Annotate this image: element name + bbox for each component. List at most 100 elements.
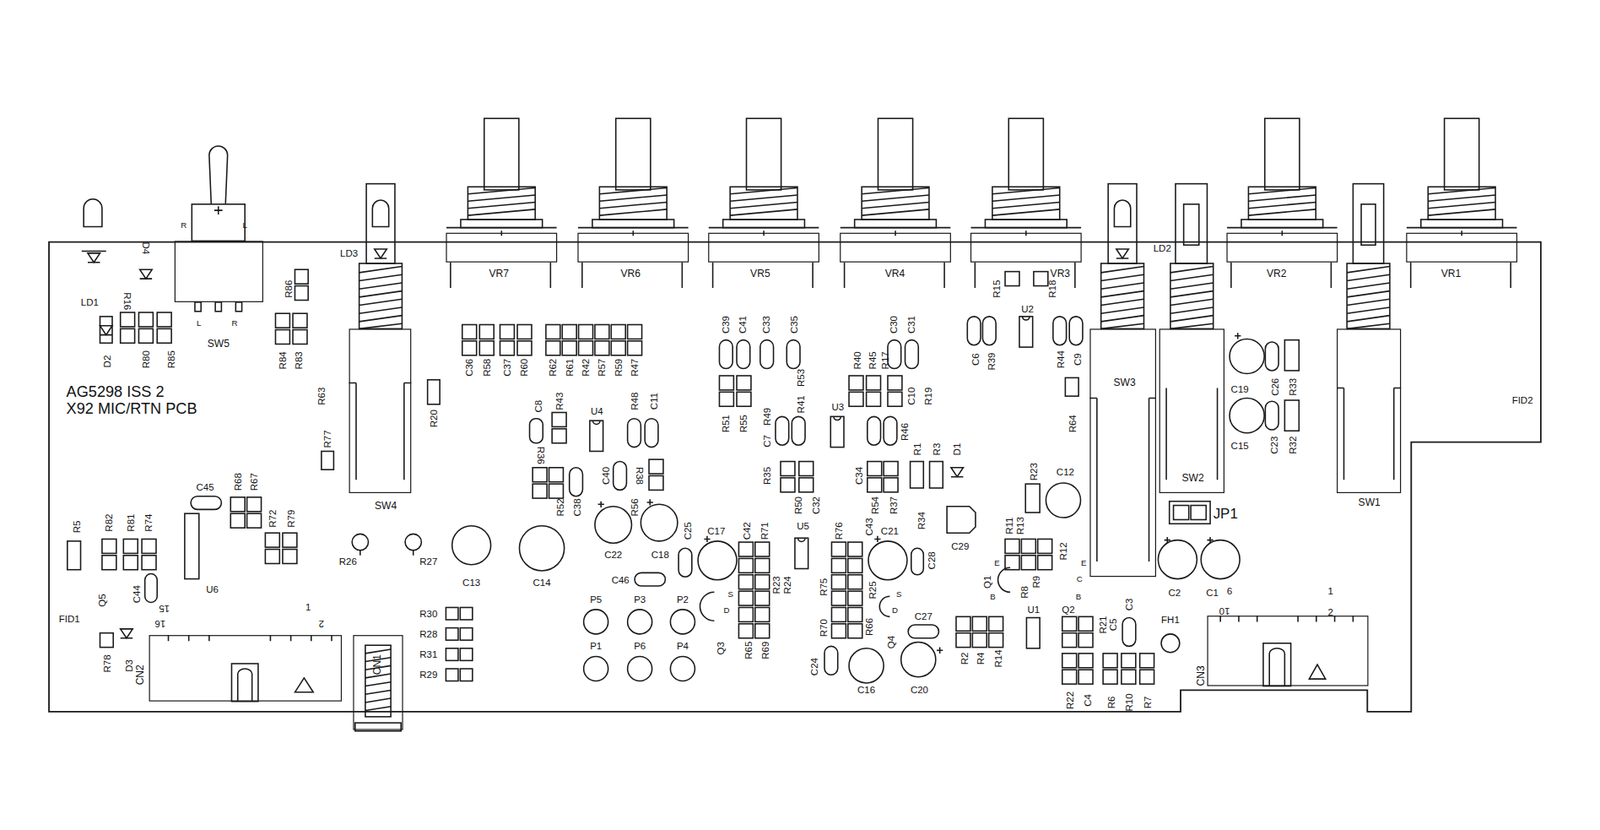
resistor-label: R72 <box>267 509 277 528</box>
resistor-label: R15 <box>992 280 1002 298</box>
resistor-label: R43 <box>554 392 564 411</box>
capacitor-label: C28 <box>926 551 936 569</box>
capacitor-label: C3 <box>1124 597 1135 611</box>
resistor-label: R63 <box>316 387 326 406</box>
capacitor-label: C30 <box>888 315 898 334</box>
capacitor-label: C43 <box>864 517 874 536</box>
component-outline: CN1 <box>352 634 403 730</box>
resistor-label: R35 <box>762 466 773 485</box>
resistor-label: R4 <box>975 652 985 665</box>
capacitor-label: C9 <box>1072 352 1082 366</box>
part-label: P2 <box>676 594 689 604</box>
capacitor-label: C19 <box>1231 383 1249 394</box>
resistor-label: R80 <box>140 350 151 368</box>
resistor-label: R12 <box>1058 541 1068 560</box>
part-label: D2 <box>102 355 112 368</box>
resistor-label: R26 <box>339 556 357 566</box>
resistor-label: R62 <box>548 358 558 377</box>
part-label: B <box>1075 593 1082 602</box>
component-designator: VR6 <box>621 268 642 279</box>
test-points <box>351 533 695 681</box>
capacitor-label: C29 <box>951 540 969 551</box>
ic-label: U6 <box>205 583 219 594</box>
resistor-label: R71 <box>759 521 769 540</box>
resistor-label: R14 <box>993 648 1003 667</box>
component-outline: VR7 <box>445 232 557 263</box>
resistor-label: R23 <box>1028 462 1038 481</box>
resistor-label: R47 <box>629 358 639 377</box>
capacitor-label: C36 <box>464 358 474 377</box>
component-outline: VR6 <box>577 232 689 263</box>
component-outline: SW2 <box>1159 328 1225 493</box>
part-label: S <box>896 590 902 600</box>
resistor-label: R86 <box>283 280 293 298</box>
ic-label: U5 <box>796 520 810 530</box>
resistor-label: R64 <box>1067 414 1077 433</box>
resistor-label: R82 <box>104 513 114 532</box>
capacitor-label: C <box>1076 575 1083 584</box>
resistor-label: R56 <box>629 497 639 516</box>
capacitor-label: C21 <box>881 525 899 536</box>
resistor-label: R83 <box>294 351 304 369</box>
part-label: P3 <box>633 594 646 604</box>
part-label: LD2 <box>1153 243 1172 253</box>
part-label: D3 <box>124 659 135 672</box>
board-outline <box>48 242 1541 712</box>
resistor-label: R65 <box>744 641 754 660</box>
component-outline: VR1 <box>1405 232 1518 263</box>
component-outline: VR2 <box>1226 232 1338 263</box>
component-designator: CN3 <box>1195 664 1206 686</box>
ic-label: U2 <box>1021 304 1034 314</box>
resistor-label: R16 <box>122 291 132 310</box>
resistor-label: R77 <box>322 429 332 448</box>
capacitor-label: C7 <box>762 434 773 448</box>
capacitor-label: C22 <box>604 549 622 559</box>
resistor-label: R52 <box>555 497 565 516</box>
resistor-label: R57 <box>597 358 607 377</box>
capacitor-label: C31 <box>906 315 916 334</box>
part-label: JP1 <box>1213 506 1238 521</box>
resistor-label: R46 <box>900 422 910 441</box>
part-label: FH1 <box>1161 614 1180 624</box>
capacitor-label: C14 <box>533 578 552 588</box>
component-outline: SW1 <box>1336 328 1401 493</box>
resistor-label: R81 <box>125 513 136 532</box>
resistor-label: R34 <box>916 511 926 530</box>
component-designator: VR4 <box>885 268 906 279</box>
footprints <box>67 269 1299 684</box>
resistor-label: R60 <box>519 358 530 377</box>
resistor-label: R59 <box>613 358 623 377</box>
part-label: 16 <box>154 618 166 628</box>
resistor-label: R31 <box>419 648 438 659</box>
component-designator: SW2 <box>1181 472 1204 483</box>
resistor-label: R78 <box>102 654 112 672</box>
component-designator: VR2 <box>1266 268 1287 279</box>
capacitor-label: C15 <box>1231 441 1249 451</box>
part-label: LD1 <box>81 297 99 307</box>
resistor-label: R10 <box>1124 692 1135 711</box>
part-label: P5 <box>589 594 602 604</box>
resistor-label: R66 <box>864 617 874 636</box>
resistor-label: R55 <box>739 414 749 433</box>
capacitor-label: C20 <box>910 685 929 695</box>
connectors <box>168 615 1354 731</box>
resistor-label: R67 <box>248 472 259 491</box>
capacitor-label: C1 <box>1205 588 1219 598</box>
part-label: P6 <box>633 641 646 651</box>
capacitor-label: C6 <box>970 352 980 366</box>
part-label: E <box>1081 559 1087 568</box>
resistor-label: R85 <box>166 350 176 368</box>
part-label: D1 <box>951 443 962 456</box>
capacitor-label: C41 <box>738 315 748 334</box>
capacitor-label: C26 <box>1270 378 1281 396</box>
capacitor-label: C5 <box>1108 618 1118 632</box>
resistor-label: R70 <box>818 618 828 637</box>
resistor-label: R38 <box>634 466 644 485</box>
resistor-label: R19 <box>924 387 934 406</box>
resistor-label: R29 <box>419 670 438 680</box>
capacitor-label: C25 <box>682 521 692 540</box>
resistor-label: R5 <box>71 520 82 534</box>
capacitor-label: C11 <box>648 392 659 410</box>
capacitor-label: C38 <box>572 497 583 516</box>
